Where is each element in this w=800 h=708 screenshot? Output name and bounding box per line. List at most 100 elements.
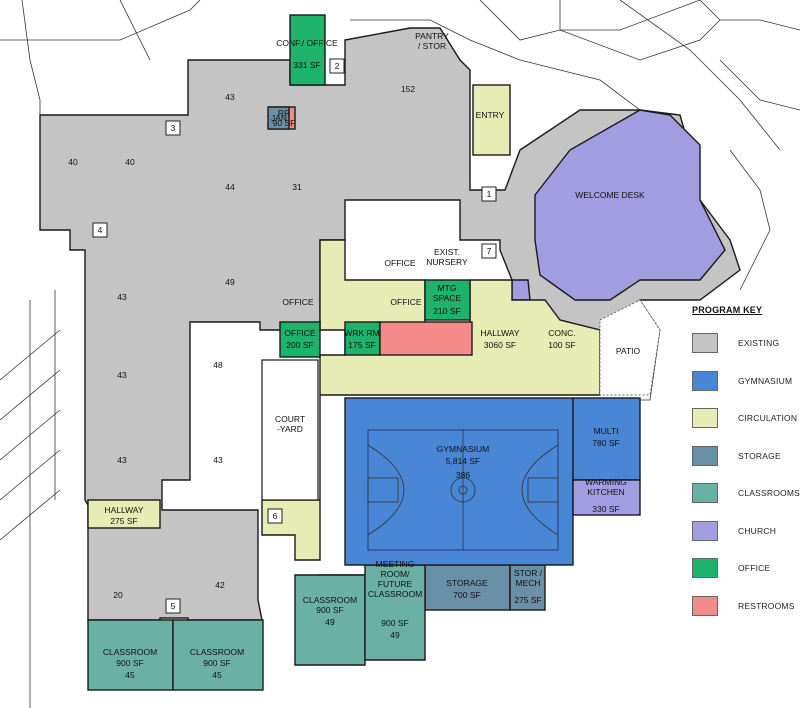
svg-text:7: 7 bbox=[487, 246, 492, 256]
room-43d-label: 43 bbox=[117, 455, 127, 465]
wrk-rm-label: WRK RM bbox=[344, 328, 379, 338]
room-152-label: 152 bbox=[401, 84, 415, 94]
office-c-label: OFFICE bbox=[390, 297, 421, 307]
classroom-a-area: 900 SF bbox=[116, 658, 143, 668]
key-label: CLASSROOMS bbox=[738, 488, 800, 498]
program-key-item: CLASSROOMS bbox=[692, 483, 800, 503]
marker-1: 1 bbox=[481, 186, 497, 202]
classroom-a-num: 45 bbox=[125, 670, 135, 680]
restroom-block bbox=[379, 321, 473, 356]
key-label: CHURCH bbox=[738, 525, 777, 536]
key-swatch bbox=[692, 445, 718, 466]
multi-room bbox=[572, 397, 641, 481]
rr-area: 90 SF bbox=[273, 118, 296, 128]
key-swatch bbox=[692, 370, 718, 391]
courtyard-label: COURT-YARD bbox=[275, 414, 305, 434]
gymnasium-room bbox=[344, 397, 574, 566]
hallway-small-label: HALLWAY bbox=[104, 505, 143, 515]
program-key-item: GYMNASIUM bbox=[692, 370, 793, 391]
classroom-room-a bbox=[87, 619, 174, 691]
gymnasium-area: 5,814 SF bbox=[446, 456, 481, 466]
room-43c-label: 43 bbox=[117, 370, 127, 380]
marker-5: 5 bbox=[165, 598, 181, 614]
key-swatch bbox=[692, 595, 718, 616]
meeting-room-area: 900 SF bbox=[381, 618, 408, 628]
classroom-c-area: 900 SF bbox=[316, 605, 343, 615]
classroom-b-label: CLASSROOM bbox=[190, 647, 244, 657]
church-corner bbox=[511, 279, 531, 301]
key-label: EXISTING bbox=[738, 338, 780, 348]
wrk-rm-room bbox=[344, 321, 381, 356]
key-label: OFFICE bbox=[738, 563, 771, 573]
program-key-item: STORAGE bbox=[692, 445, 781, 466]
hallway-main-label: HALLWAY bbox=[480, 328, 519, 338]
room-49-label: 49 bbox=[225, 277, 235, 287]
program-key-item: OFFICE bbox=[692, 558, 770, 578]
wrk-rm-area: 175 SF bbox=[348, 340, 375, 350]
room-43b-label: 43 bbox=[117, 292, 127, 302]
mtg-space-area: 210 SF bbox=[433, 306, 460, 316]
office-b-label: OFFICE bbox=[282, 297, 313, 307]
key-swatch bbox=[692, 333, 718, 353]
office-new-area: 200 SF bbox=[286, 340, 313, 350]
program-key-item: CIRCULATION bbox=[692, 408, 797, 428]
room-31-label: 31 bbox=[292, 182, 302, 192]
classroom-a-label: CLASSROOM bbox=[103, 647, 157, 657]
office-a-label: OFFICE bbox=[384, 258, 415, 268]
key-swatch bbox=[692, 520, 718, 541]
patio-area bbox=[599, 299, 661, 396]
room-48-label: 48 bbox=[213, 360, 223, 370]
storage-room bbox=[424, 564, 511, 611]
program-key-item: EXISTING bbox=[692, 333, 779, 353]
mtg-space-room bbox=[424, 279, 471, 321]
welcome-desk-label: WELCOME DESK bbox=[575, 190, 645, 200]
classroom-c-label: CLASSROOM bbox=[303, 595, 357, 605]
program-key-title: PROGRAM KEY bbox=[692, 305, 763, 315]
classroom-b-area: 900 SF bbox=[203, 658, 230, 668]
gymnasium-label: GYMNASIUM bbox=[437, 444, 489, 454]
gymnasium-block bbox=[344, 397, 641, 566]
program-key-item: CHURCH bbox=[692, 520, 777, 541]
entrance-markers: 1 2 3 4 5 6 7 bbox=[92, 58, 497, 614]
marker-7: 7 bbox=[481, 243, 497, 259]
hallway-small-area bbox=[87, 499, 161, 529]
conf-office-label: CONF./ OFFICE bbox=[276, 38, 338, 48]
multi-area: 780 SF bbox=[592, 438, 619, 448]
patio-label: PATIO bbox=[616, 346, 641, 356]
stor-mech-area: 275 SF bbox=[514, 595, 541, 605]
office-new-label: OFFICE bbox=[284, 328, 315, 338]
room-43a-label: 43 bbox=[225, 92, 235, 102]
pantry-label: PANTRY/ STOR bbox=[415, 31, 449, 51]
room-42-label: 42 bbox=[215, 580, 225, 590]
storage-area: 700 SF bbox=[453, 590, 480, 600]
classroom-room-b bbox=[172, 619, 264, 691]
classroom-c-num: 49 bbox=[325, 617, 335, 627]
rr-label: RR bbox=[278, 108, 290, 118]
classroom-room-c bbox=[294, 574, 366, 666]
room-43e-label: 43 bbox=[213, 455, 223, 465]
room-40b-label: 40 bbox=[125, 157, 135, 167]
stor-mech-label: STOR /MECH bbox=[514, 568, 543, 588]
marker-4: 4 bbox=[92, 222, 108, 238]
conf-office-area: 331 SF bbox=[293, 60, 320, 70]
key-label: GYMNASIUM bbox=[738, 375, 793, 386]
office-rooms bbox=[279, 14, 471, 358]
church-sanctuary bbox=[534, 109, 726, 301]
key-swatch bbox=[692, 558, 718, 578]
key-label: RESTROOMS bbox=[738, 600, 795, 611]
office-new-room bbox=[279, 321, 321, 358]
conc-area: 100 SF bbox=[548, 340, 575, 350]
classroom-rooms bbox=[87, 564, 426, 691]
basketball-court-lines bbox=[367, 429, 559, 551]
marker-3: 3 bbox=[165, 120, 181, 136]
key-swatch bbox=[692, 408, 718, 428]
warming-kitchen-room bbox=[572, 479, 641, 516]
marker-2: 2 bbox=[329, 58, 345, 74]
program-key-item: RESTROOMS bbox=[692, 595, 795, 616]
room-40a-label: 40 bbox=[68, 157, 78, 167]
room-20-label: 20 bbox=[113, 590, 123, 600]
key-swatch bbox=[692, 483, 718, 503]
room-labels: CONF./ OFFICE 331 SF PANTRY/ STOR 152 43… bbox=[68, 31, 645, 680]
